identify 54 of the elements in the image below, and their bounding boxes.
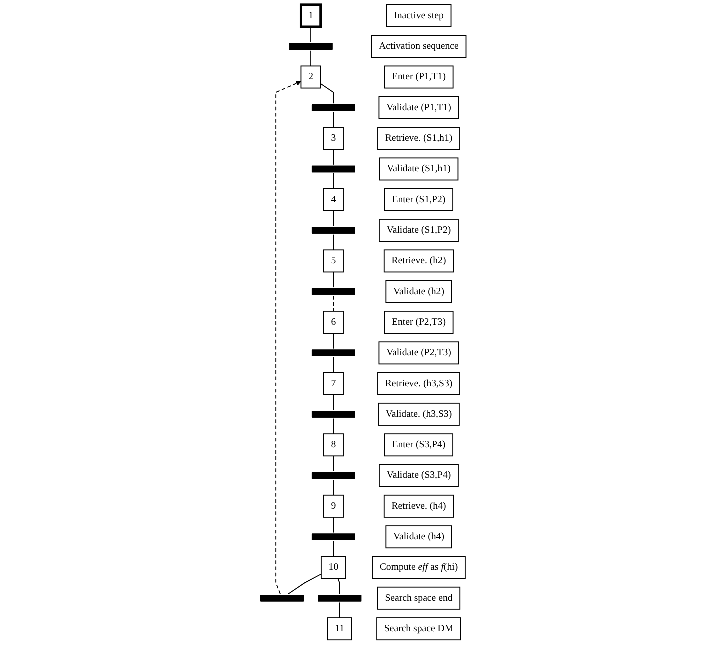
node-box: Validate (S1,h1)	[379, 158, 459, 181]
node-box: Search space end	[377, 586, 461, 610]
connector	[288, 574, 322, 595]
connector	[333, 112, 334, 128]
connector	[333, 234, 334, 251]
node-box: Compute eff as f(hi)	[372, 556, 466, 580]
node-box: 2	[300, 66, 322, 89]
node-box: Validate (h4)	[386, 526, 452, 549]
connector	[333, 517, 334, 534]
node-box: 6	[323, 311, 344, 334]
node-box: 11	[327, 618, 352, 641]
connector	[333, 272, 334, 288]
node-box: 7	[323, 372, 344, 396]
connector	[333, 394, 334, 411]
connector	[333, 357, 334, 374]
node-box: Enter (P1,T1)	[384, 66, 454, 89]
node-box: 8	[323, 434, 344, 457]
node-box: 3	[323, 127, 344, 150]
connector	[333, 296, 334, 312]
connector	[333, 333, 334, 350]
node-box: Retrieve. (S1,h1)	[378, 127, 460, 150]
node-box: Validate (S3,P4)	[379, 464, 459, 488]
connector	[310, 50, 312, 67]
node-box: Enter (P2,T3)	[384, 311, 454, 334]
connector	[339, 602, 340, 618]
node-box: 9	[323, 494, 344, 518]
connector	[333, 149, 334, 166]
node-box: Retrieve. (h2)	[384, 250, 454, 273]
connector	[333, 540, 334, 558]
node-box: Enter (S3,P4)	[384, 434, 454, 457]
node-box: Validate (P1,T1)	[378, 96, 460, 120]
node-box: 4	[323, 188, 344, 212]
node-box: 10	[321, 556, 346, 580]
node-box: Search space DM	[376, 618, 462, 641]
node-box: Inactive step	[386, 4, 452, 28]
node-box: Validate. (h3,S3)	[378, 402, 460, 426]
node-box: 1	[300, 4, 322, 28]
connector	[333, 418, 334, 435]
connector	[310, 26, 312, 43]
node-box: Validate (S1,P2)	[379, 219, 459, 242]
node-box: Validate (P2,T3)	[378, 342, 460, 365]
connector	[333, 210, 334, 227]
arrow	[276, 81, 302, 595]
node-box: Activation sequence	[371, 35, 467, 58]
connector	[333, 173, 334, 190]
connector	[333, 480, 334, 496]
node-box: Validate (h2)	[386, 280, 452, 304]
node-box: Enter (S1,P2)	[384, 188, 454, 212]
node-box: Retrieve. (h4)	[384, 494, 454, 518]
connector	[338, 578, 340, 595]
node-box: 5	[323, 250, 344, 273]
connector	[320, 83, 334, 104]
node-box: Retrieve. (h3,S3)	[378, 372, 460, 396]
connector	[333, 456, 334, 472]
